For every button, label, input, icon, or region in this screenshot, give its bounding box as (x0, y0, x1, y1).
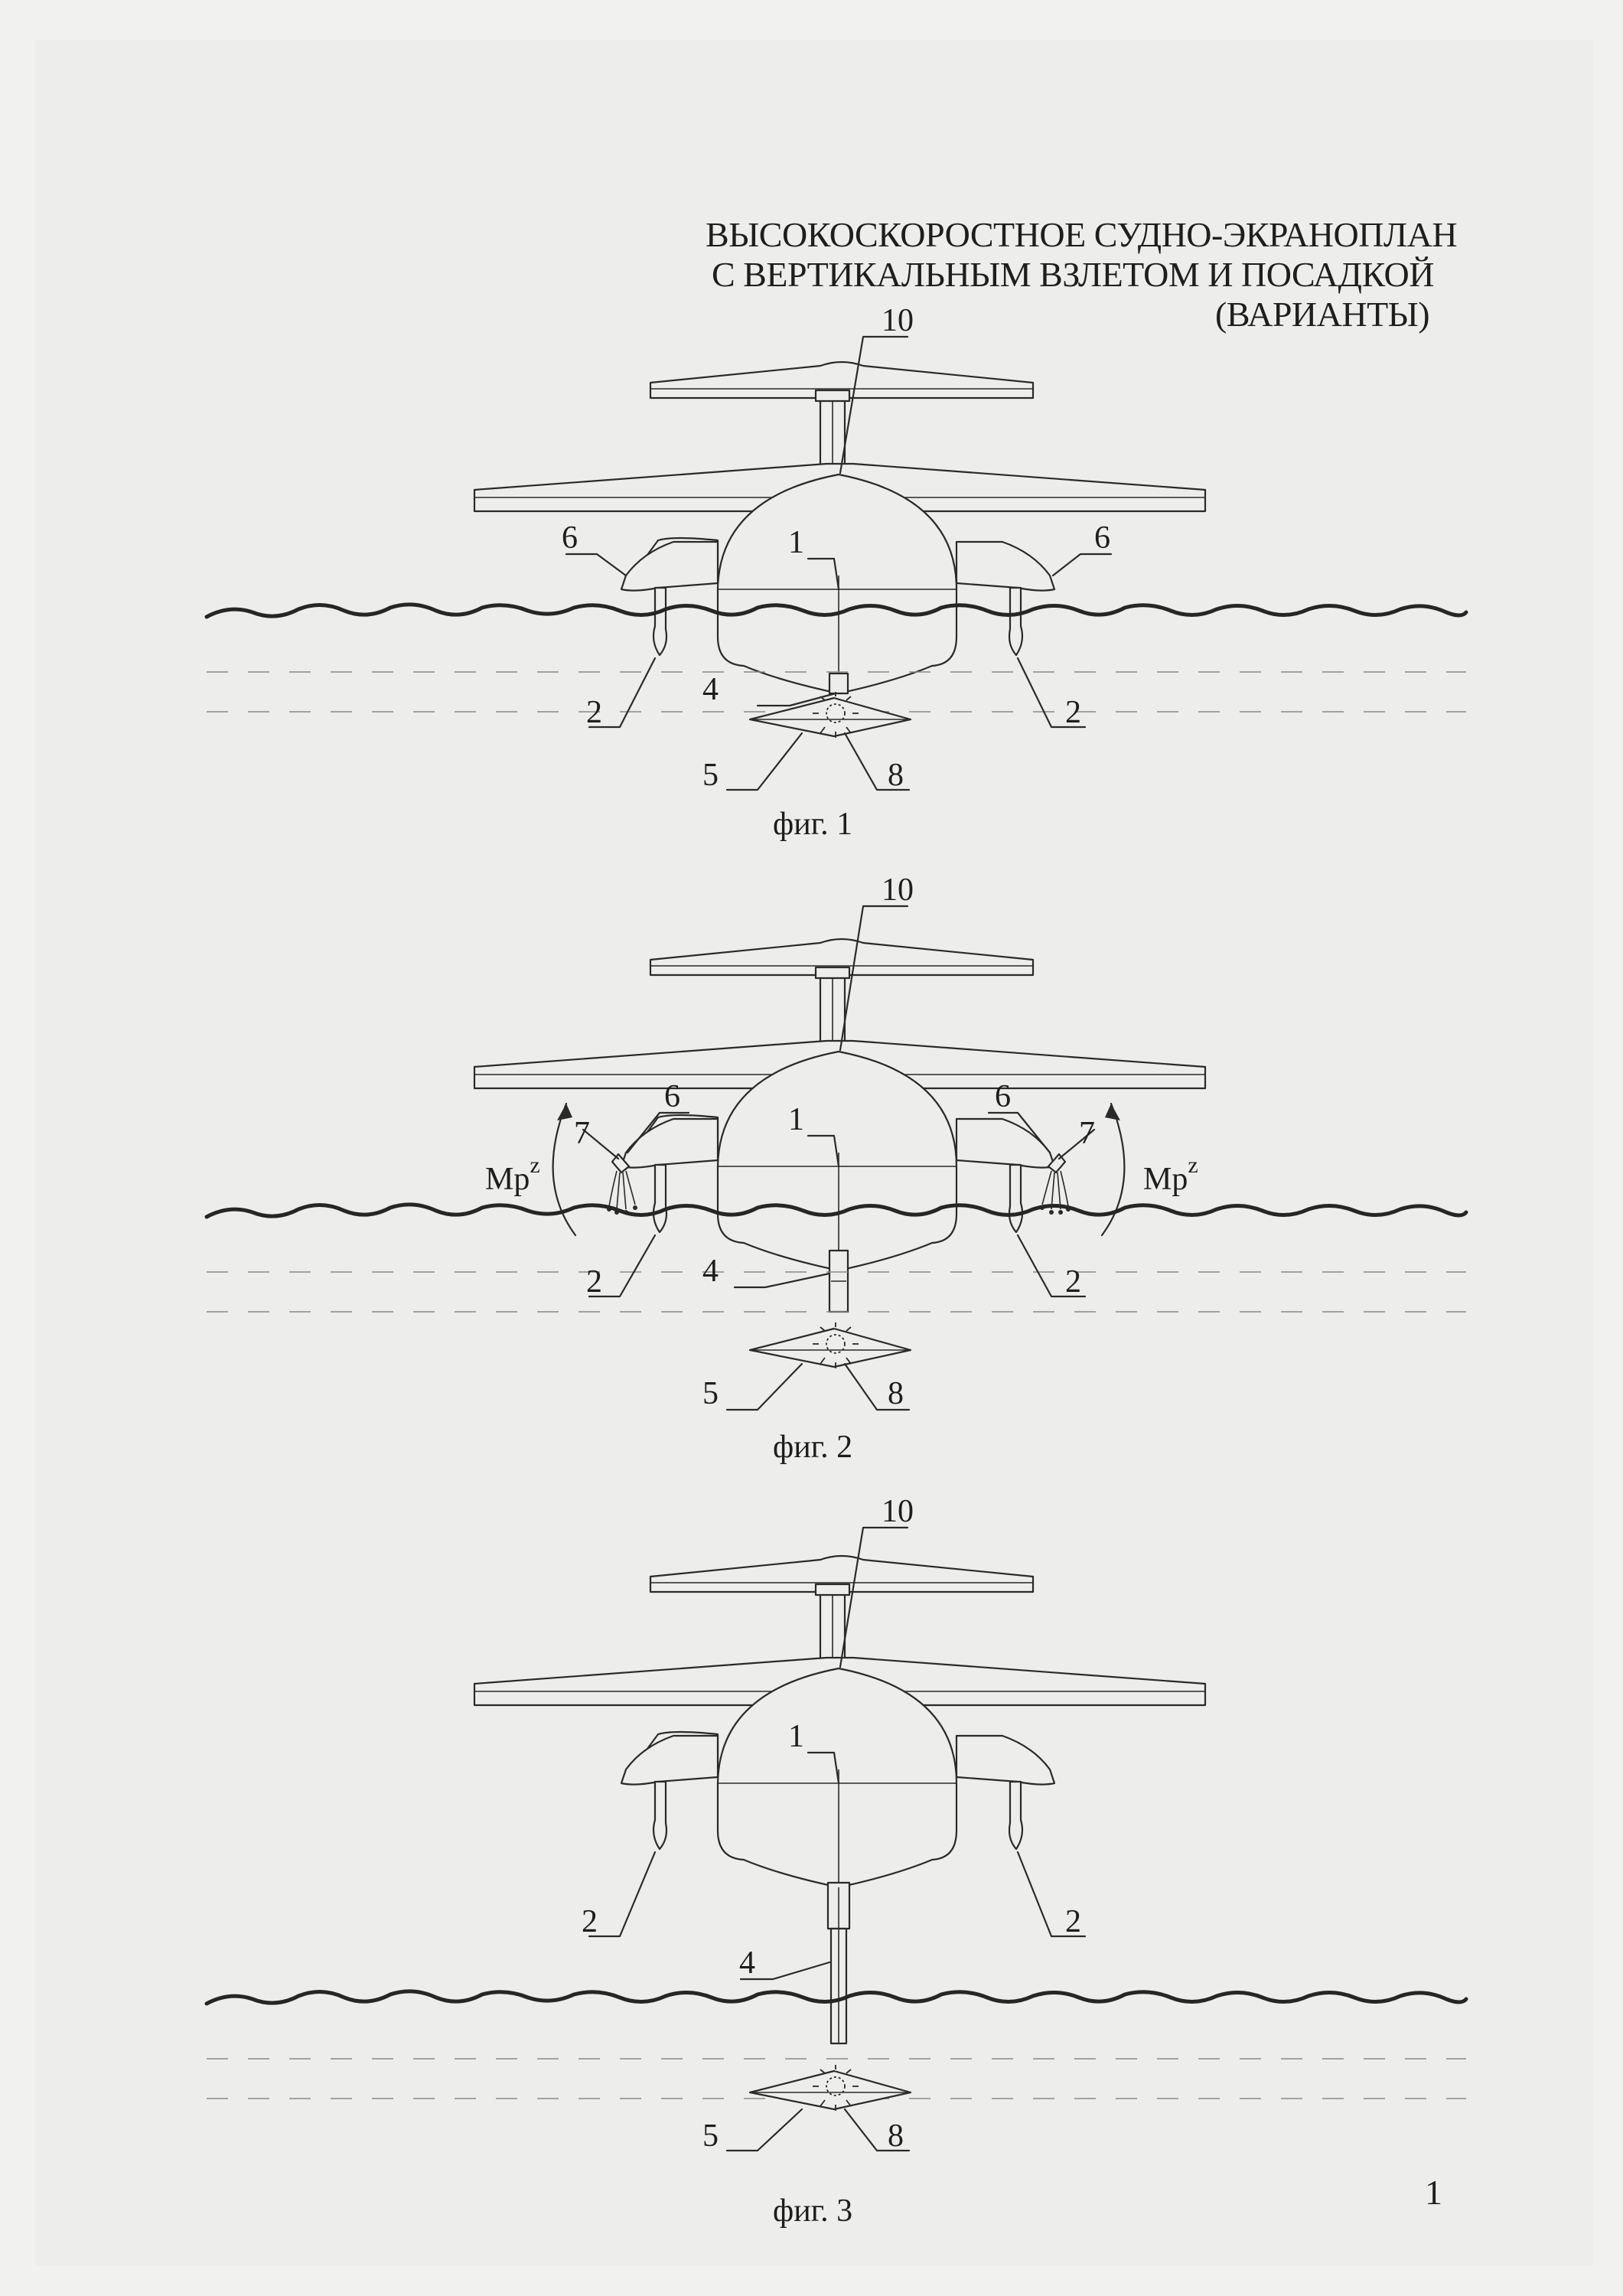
fig2-label-7-right: 7 (1079, 1116, 1095, 1151)
fig2-hydrofoil (748, 1321, 912, 1370)
fig2-caption: фиг. 2 (773, 1430, 852, 1465)
figure-2: Mpz Mpz (207, 872, 1466, 1465)
fig3-side-right (955, 1734, 1056, 1851)
fig1-caption: фиг. 1 (773, 807, 852, 842)
fig2-label-8: 8 (888, 1376, 904, 1411)
fig1-label-1: 1 (788, 525, 804, 560)
fig2-moment-arrow-left (552, 1102, 577, 1237)
title-line-2: С ВЕРТИКАЛЬНЫМ ВЗЛЕТОМ И ПОСАДКОЙ (712, 255, 1434, 294)
fig3-label-4: 4 (739, 1945, 755, 1981)
fig3-label-5: 5 (702, 2118, 719, 2154)
fig2-label-7-left: 7 (574, 1116, 590, 1151)
fig2-label-2-right: 2 (1065, 1264, 1081, 1300)
fig2-label-1: 1 (788, 1102, 804, 1137)
fig3-caption: фиг. 3 (773, 2193, 852, 2229)
fig2-label-2-left: 2 (586, 1264, 602, 1300)
fig1-label-8: 8 (888, 758, 904, 793)
fig1-label-2-right: 2 (1065, 695, 1081, 730)
fig1-side-right (955, 540, 1056, 657)
fig3-hydrofoil (748, 2063, 912, 2112)
fig3-label-1: 1 (788, 1719, 804, 1754)
fig2-moment-arrow-right (1100, 1102, 1126, 1237)
fig1-label-5: 5 (702, 758, 719, 793)
fig3-label-2-right: 2 (1065, 1904, 1081, 1939)
fig2-moment-label-left: Mpz (485, 1153, 540, 1197)
fig2-moment-label-right: Mpz (1143, 1153, 1198, 1197)
title-line-1: ВЫСОКОСКОРОСТНОЕ СУДНО-ЭКРАНОПЛАН (706, 215, 1458, 254)
fig2-label-4: 4 (702, 1254, 719, 1289)
fig1-label-6-right: 6 (1094, 520, 1110, 556)
fig3-label-2-left: 2 (582, 1904, 598, 1939)
figure-3: 10 1 2 2 4 5 8 фиг. 3 (207, 1494, 1466, 2229)
fig1-side-left (620, 536, 719, 657)
fig1-label-2-left: 2 (586, 695, 602, 730)
fig2-label-5: 5 (702, 1376, 719, 1411)
fig3-side-left (620, 1730, 719, 1851)
fig1-strut (828, 672, 849, 695)
fig1-label-10: 10 (882, 303, 914, 338)
fig3-label-8: 8 (888, 2118, 904, 2154)
fig2-label-6-left: 6 (664, 1079, 680, 1114)
figure-1: 10 1 6 6 2 2 4 5 8 фиг. 1 (207, 303, 1466, 842)
fig1-label-4: 4 (702, 672, 719, 707)
fig2-label-6-right: 6 (995, 1079, 1011, 1114)
page-number: 1 (1425, 2173, 1442, 2212)
fig1-hydrofoil (748, 690, 912, 739)
fig2-label-10: 10 (882, 872, 914, 908)
fig3-label-10: 10 (882, 1494, 914, 1529)
title-line-3: (ВАРИАНТЫ) (1215, 295, 1430, 334)
fig1-label-6-left: 6 (562, 520, 578, 556)
